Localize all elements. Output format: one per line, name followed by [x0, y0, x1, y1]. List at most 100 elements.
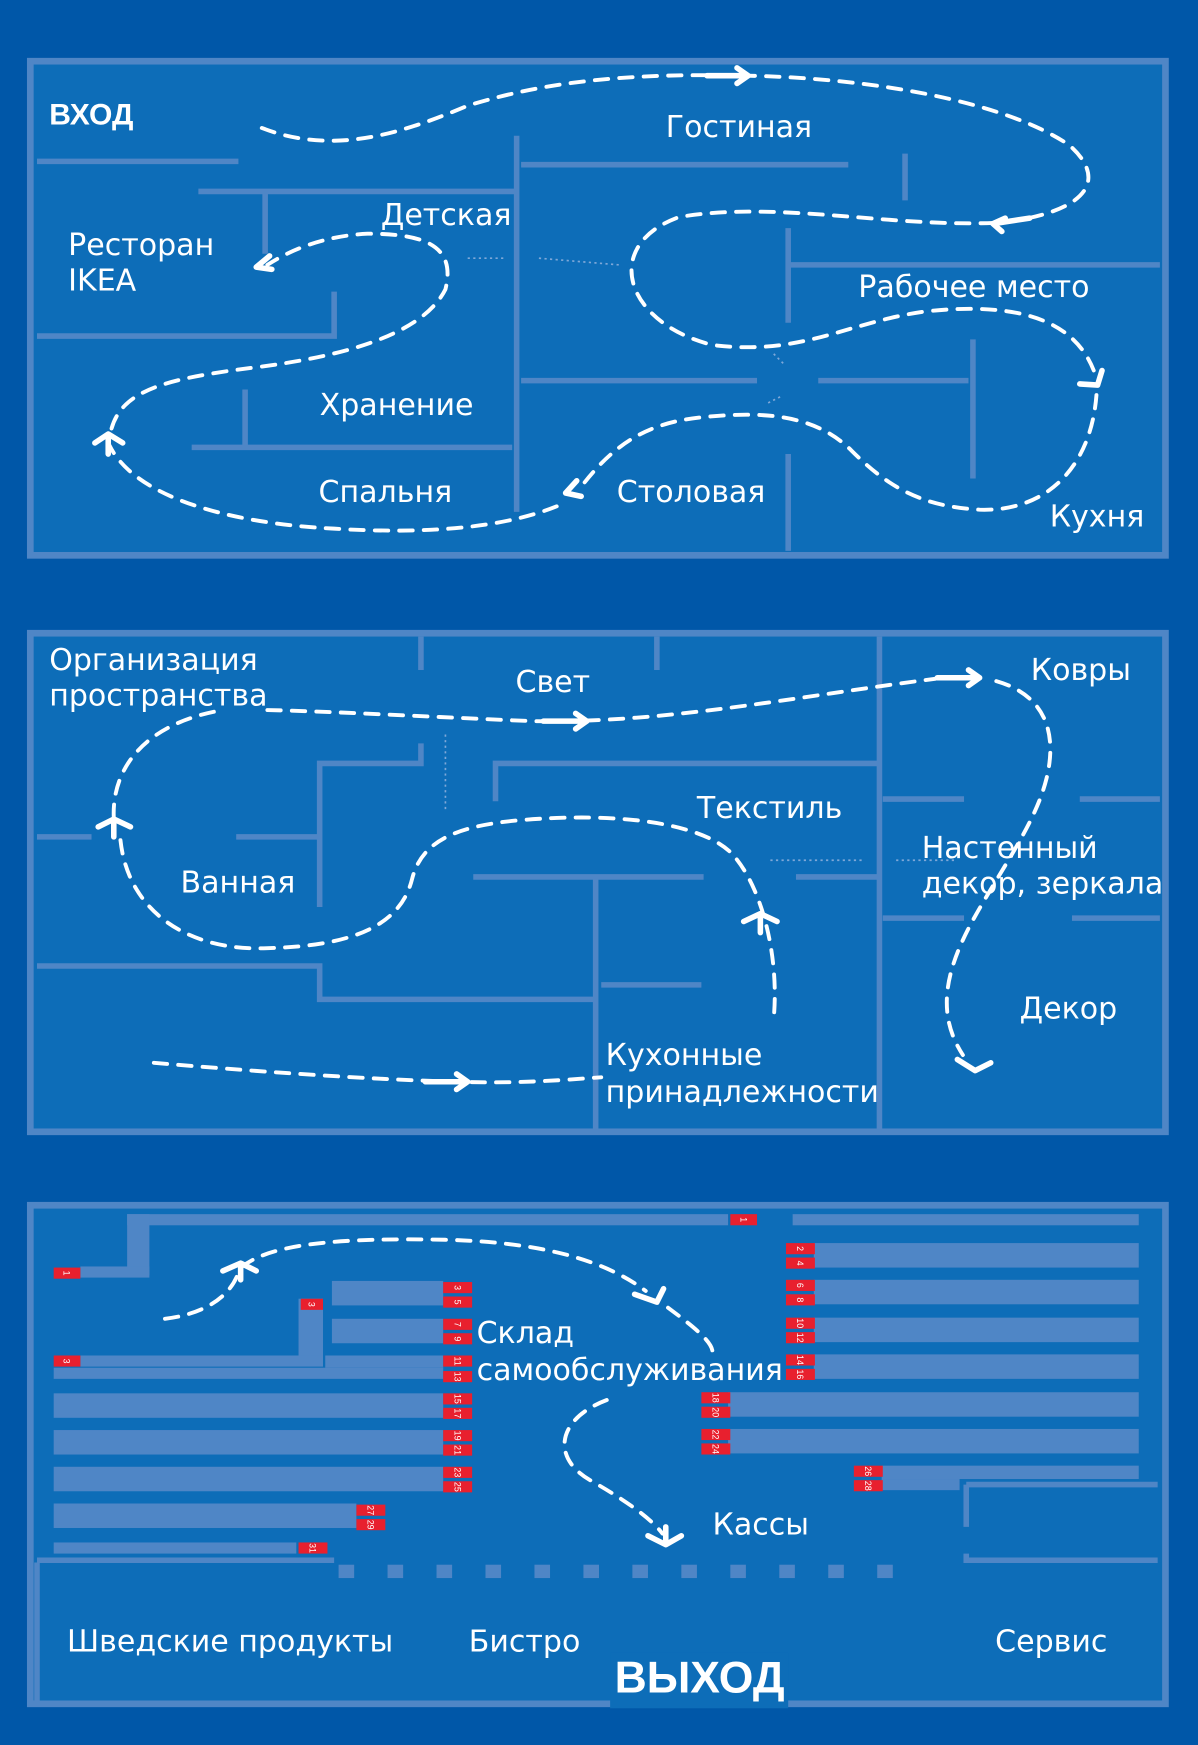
- floor-3-walls: [34, 1481, 1158, 1701]
- aisle-tag: 13: [443, 1371, 473, 1383]
- room-kitchen[interactable]: Кухня: [1050, 499, 1145, 534]
- room-bathroom[interactable]: Ванная: [181, 866, 296, 901]
- aisle-tag: 12: [785, 1332, 815, 1344]
- aisle-tag-number: 10: [795, 1318, 805, 1328]
- exit-background: [610, 1652, 789, 1709]
- aisle-tag: 25: [443, 1481, 473, 1493]
- aisle-tag: 26: [853, 1465, 883, 1477]
- room-restaurant-line1[interactable]: Ресторан: [68, 228, 214, 263]
- arrow-right-icon: [934, 667, 983, 689]
- room-living[interactable]: Гостиная: [666, 110, 812, 145]
- aisle-tag: 3: [53, 1355, 81, 1367]
- rack: [80, 1355, 324, 1367]
- aisle-tag-number: 19: [452, 1431, 462, 1441]
- aisle-tag-number: 27: [366, 1505, 376, 1515]
- aisle-tag-number: 17: [452, 1408, 462, 1418]
- rack: [325, 1355, 444, 1368]
- aisle-tag: 19: [443, 1430, 473, 1442]
- room-decor[interactable]: Декор: [1020, 991, 1118, 1026]
- room-workspace[interactable]: Рабочее место: [858, 270, 1089, 305]
- rack: [53, 1466, 444, 1492]
- floor-1-outline: [26, 57, 1169, 559]
- room-organization-line2[interactable]: пространства: [49, 679, 267, 714]
- aisle-tag-number: 12: [795, 1333, 805, 1343]
- checkout-lane: [828, 1564, 844, 1579]
- aisle-tag-number: 21: [452, 1445, 462, 1455]
- rack: [813, 1243, 1139, 1268]
- rack: [331, 1280, 444, 1306]
- room-storage[interactable]: Хранение: [320, 388, 474, 423]
- aisle-tag: 15: [443, 1393, 473, 1405]
- room-bedroom[interactable]: Спальня: [319, 475, 453, 510]
- rack: [127, 1214, 150, 1276]
- rack: [813, 1354, 1139, 1379]
- room-bistro[interactable]: Бистро: [469, 1625, 581, 1660]
- rack: [80, 1266, 150, 1278]
- room-kitchenware-line1[interactable]: Кухонные: [606, 1038, 763, 1073]
- aisle-tag-number: 14: [795, 1355, 805, 1365]
- aisle-tag: 23: [443, 1466, 473, 1478]
- checkout-lane: [387, 1564, 404, 1579]
- aisle-tag-number: 1: [62, 1271, 72, 1276]
- room-lighting[interactable]: Свет: [516, 665, 591, 700]
- room-kids[interactable]: Детская: [381, 198, 512, 233]
- aisle-tags: 1333579111315171921232527293112468101214…: [53, 1214, 883, 1554]
- room-restaurant-line2[interactable]: IKEA: [68, 263, 137, 298]
- aisle-tag-number: 16: [795, 1369, 805, 1379]
- aisle-tag: 11: [443, 1355, 473, 1367]
- room-swedish-food[interactable]: Шведские продукты: [67, 1625, 393, 1660]
- aisle-tag-number: 3: [307, 1302, 317, 1307]
- rack: [53, 1367, 444, 1379]
- rack: [728, 1392, 1139, 1417]
- rack: [331, 1318, 444, 1344]
- room-checkout[interactable]: Кассы: [713, 1508, 809, 1543]
- aisle-tag: 29: [356, 1519, 386, 1531]
- aisle-tag-number: 5: [452, 1300, 462, 1305]
- checkout-lane: [877, 1564, 893, 1579]
- entrance-label: ВХОД: [49, 99, 133, 132]
- aisle-tag: 24: [701, 1443, 731, 1455]
- room-service[interactable]: Сервис: [995, 1625, 1107, 1660]
- aisle-tag-number: 3: [452, 1285, 462, 1290]
- checkout-lane: [338, 1564, 355, 1579]
- arrow-down-icon: [954, 1056, 994, 1074]
- arrow-up-icon: [92, 431, 126, 457]
- checkout-lanes: [338, 1564, 893, 1579]
- room-rugs[interactable]: Ковры: [1031, 653, 1131, 688]
- aisle-tag-number: 18: [711, 1393, 721, 1403]
- aisle-tag-number: 7: [452, 1322, 462, 1327]
- checkout-lane: [779, 1564, 795, 1579]
- checkout-lane: [436, 1564, 453, 1579]
- warehouse-racks: [53, 1214, 1139, 1554]
- floor-1-arrows: [92, 65, 1105, 500]
- room-kitchenware-line2[interactable]: принадлежности: [606, 1075, 879, 1110]
- room-wall-decor-line2[interactable]: декор, зеркала: [922, 867, 1164, 902]
- room-textile[interactable]: Текстиль: [696, 791, 842, 826]
- room-wall-decor-line1[interactable]: Настенный: [922, 831, 1098, 866]
- aisle-tag: 9: [443, 1333, 473, 1345]
- room-organization-line1[interactable]: Организация: [49, 643, 257, 678]
- aisle-tag: 4: [785, 1257, 815, 1269]
- aisle-tag: 7: [443, 1318, 473, 1330]
- aisle-tag: 3: [443, 1282, 473, 1294]
- aisle-tag-number: 8: [795, 1297, 805, 1302]
- room-warehouse-line1[interactable]: Склад: [477, 1316, 574, 1351]
- room-dining[interactable]: Столовая: [617, 475, 766, 510]
- aisle-tag-number: 4: [795, 1261, 805, 1266]
- aisle-tag-number: 9: [452, 1336, 462, 1341]
- room-warehouse-line2[interactable]: самообслуживания: [477, 1353, 783, 1388]
- checkout-lane: [485, 1564, 502, 1579]
- aisle-tag: 16: [785, 1368, 815, 1380]
- arrow-right-icon: [540, 710, 590, 732]
- aisle-tag: 14: [785, 1354, 815, 1366]
- aisle-tag: 27: [356, 1504, 386, 1516]
- checkout-lane: [632, 1564, 648, 1579]
- aisle-tag: 8: [785, 1294, 815, 1306]
- arrow-down-right-icon: [631, 1285, 667, 1305]
- aisle-tag-number: 11: [452, 1356, 462, 1365]
- checkout-lane: [730, 1564, 746, 1579]
- rack: [127, 1214, 729, 1226]
- arrow-left-icon: [253, 253, 275, 273]
- aisle-tag-number: 24: [711, 1444, 721, 1454]
